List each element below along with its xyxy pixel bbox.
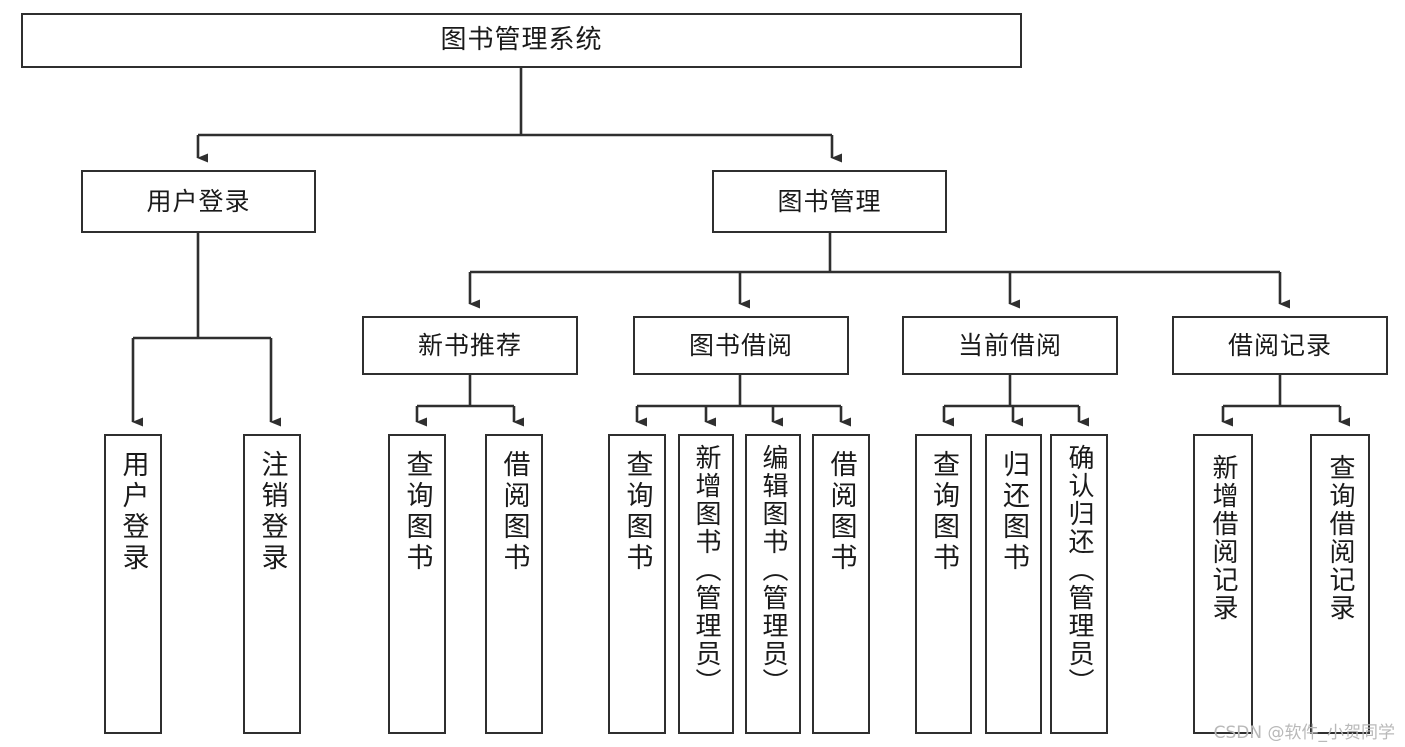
leaf-add-book-admin[interactable]: 新增图书（管理员）	[678, 434, 734, 734]
leaf-logout-label: 注销登录	[256, 450, 288, 574]
leaf-user-login-label: 用户登录	[117, 450, 149, 574]
node-book-borrow-label: 图书借阅	[688, 330, 793, 360]
node-borrow-record[interactable]: 借阅记录	[1172, 316, 1388, 375]
leaf-borrow-book-label: 借阅图书	[825, 450, 857, 574]
node-user-login-label: 用户登录	[146, 186, 251, 216]
node-new-book-recommend-label: 新书推荐	[417, 330, 522, 360]
node-borrow-record-label: 借阅记录	[1227, 330, 1332, 360]
leaf-add-borrow-record[interactable]: 新增借阅记录	[1193, 434, 1253, 734]
leaf-return-book[interactable]: 归还图书	[985, 434, 1042, 734]
node-new-book-recommend[interactable]: 新书推荐	[362, 316, 578, 375]
leaf-borrow-book[interactable]: 借阅图书	[812, 434, 870, 734]
leaf-query-book-current-label: 查询图书	[928, 450, 959, 574]
leaf-confirm-return-admin[interactable]: 确认归还（管理员）	[1050, 434, 1108, 734]
leaf-add-book-admin-label: 新增图书（管理员）	[691, 444, 721, 696]
leaf-query-book-recommend-label: 查询图书	[401, 450, 433, 574]
leaf-query-borrow-record-label: 查询借阅记录	[1325, 454, 1355, 622]
node-current-borrow[interactable]: 当前借阅	[902, 316, 1118, 375]
leaf-query-book-current[interactable]: 查询图书	[915, 434, 972, 734]
leaf-query-book-recommend[interactable]: 查询图书	[388, 434, 446, 734]
leaf-confirm-return-admin-label: 确认归还（管理员）	[1064, 444, 1094, 696]
leaf-edit-book-admin[interactable]: 编辑图书（管理员）	[745, 434, 801, 734]
leaf-logout[interactable]: 注销登录	[243, 434, 301, 734]
leaf-borrow-book-recommend[interactable]: 借阅图书	[485, 434, 543, 734]
leaf-add-borrow-record-label: 新增借阅记录	[1208, 454, 1238, 622]
watermark: CSDN @软件_小贺同学	[1213, 723, 1395, 743]
node-root-system[interactable]: 图书管理系统	[21, 13, 1022, 68]
leaf-query-borrow-record[interactable]: 查询借阅记录	[1310, 434, 1370, 734]
node-current-borrow-label: 当前借阅	[957, 330, 1062, 360]
node-root-label: 图书管理系统	[440, 24, 603, 55]
leaf-user-login[interactable]: 用户登录	[104, 434, 162, 734]
leaf-return-book-label: 归还图书	[998, 450, 1029, 574]
leaf-query-book-borrow[interactable]: 查询图书	[608, 434, 666, 734]
leaf-query-book-borrow-label: 查询图书	[621, 450, 653, 574]
node-user-login[interactable]: 用户登录	[81, 170, 316, 233]
leaf-edit-book-admin-label: 编辑图书（管理员）	[758, 444, 788, 696]
node-book-borrow[interactable]: 图书借阅	[633, 316, 849, 375]
node-book-manage-label: 图书管理	[777, 186, 882, 216]
node-book-manage[interactable]: 图书管理	[712, 170, 947, 233]
leaf-borrow-book-recommend-label: 借阅图书	[498, 450, 530, 574]
